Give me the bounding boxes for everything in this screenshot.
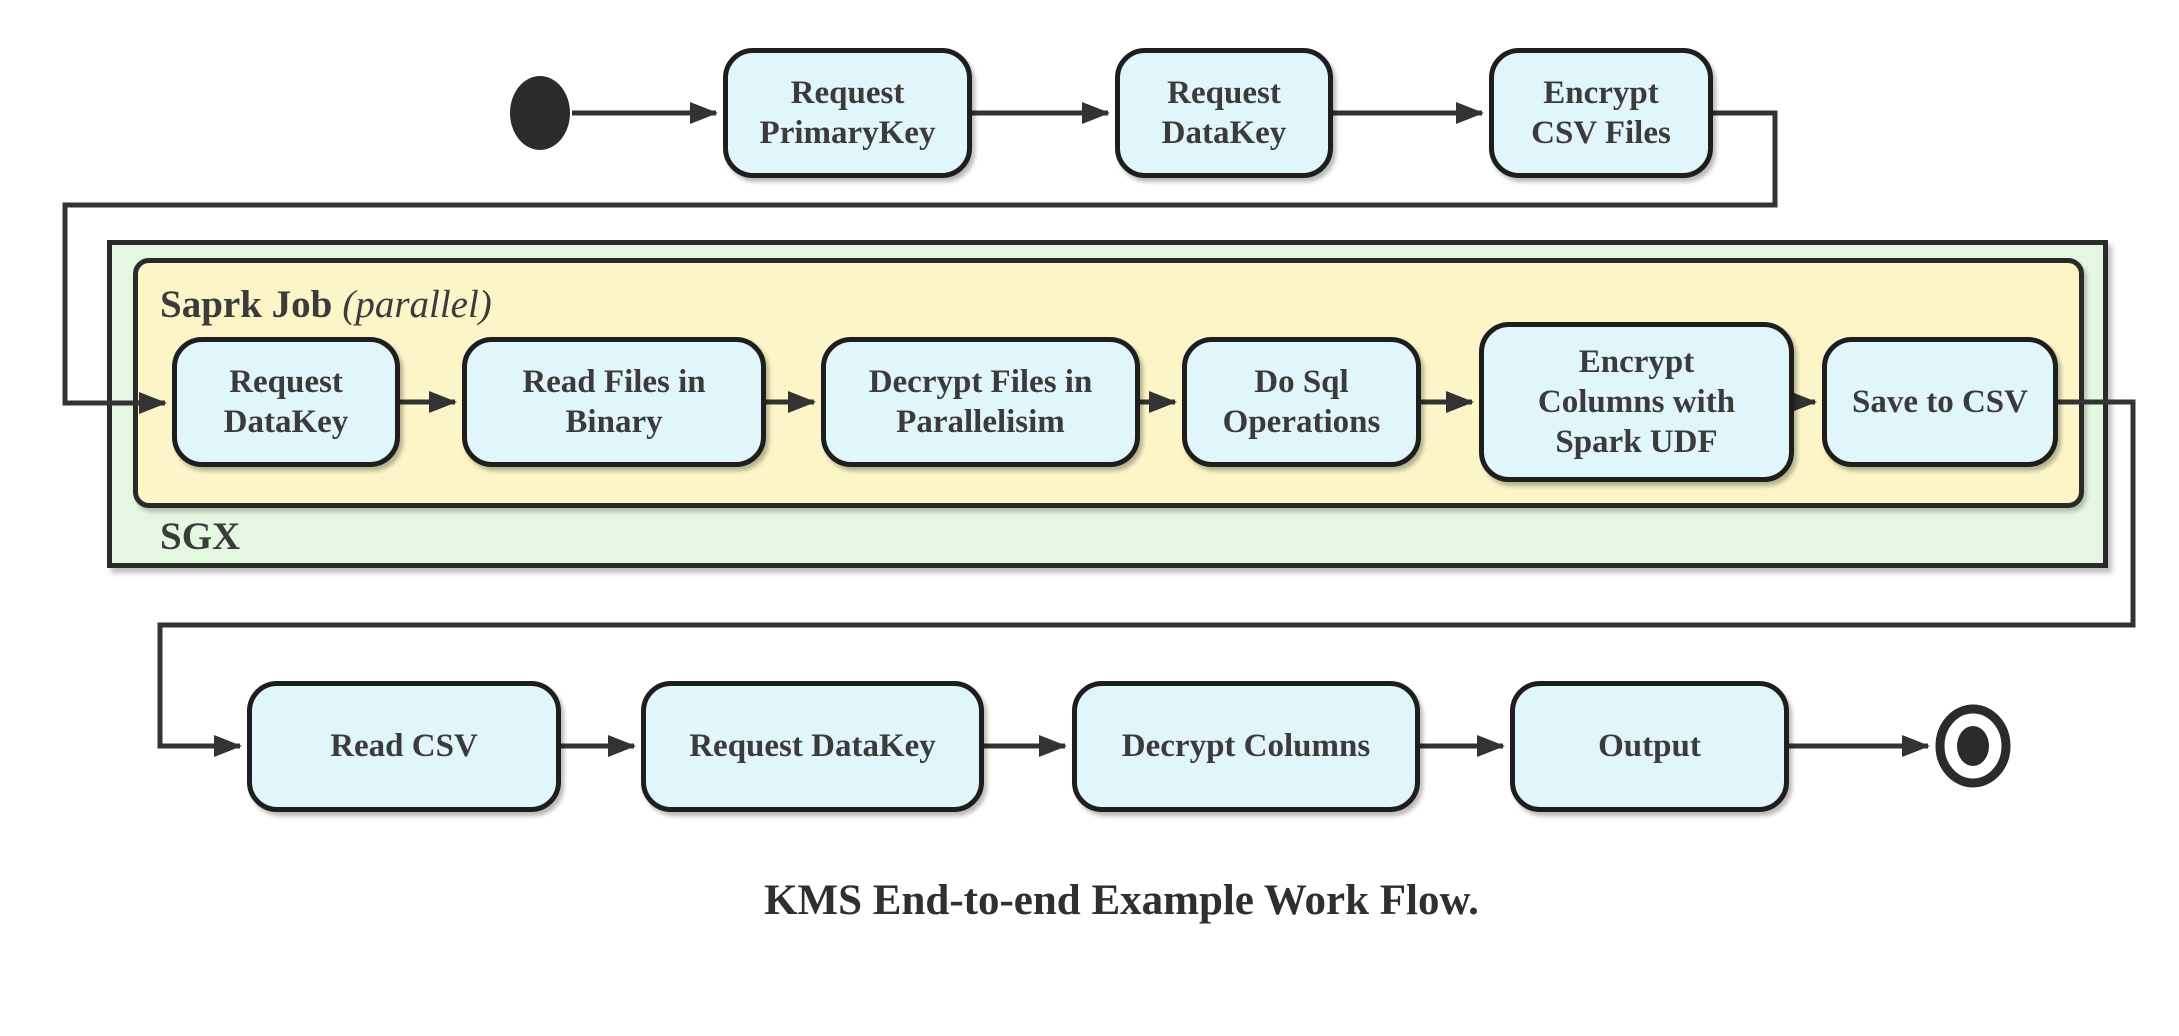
diagram-title: KMS End-to-end Example Work Flow. [764, 877, 1479, 924]
node-decrypt-files-in-parallelisim: Decrypt Files in Parallelisim [821, 337, 1140, 467]
start-state-icon [510, 76, 570, 150]
node-read-files-in-binary: Read Files in Binary [462, 337, 766, 467]
end-state-icon [1935, 704, 2011, 788]
node-request-primarykey: Request PrimaryKey [723, 48, 972, 178]
node-encrypt-csv-files: Encrypt CSV Files [1489, 48, 1713, 178]
node-output: Output [1510, 681, 1789, 812]
node-decrypt-columns: Decrypt Columns [1072, 681, 1420, 812]
node-request-datakey-top: Request DataKey [1115, 48, 1333, 178]
arrow-save-csv-to-read-csv [157, 399, 2136, 757]
node-save-to-csv: Save to CSV [1822, 337, 2058, 467]
spark-job-label: Saprk Job(parallel) [160, 282, 492, 327]
sgx-label: SGX [160, 515, 241, 558]
node-do-sql-operations: Do Sql Operations [1182, 337, 1421, 467]
node-encrypt-columns-with-spark-udf: Encrypt Columns with Spark UDF [1479, 322, 1794, 482]
node-request-datakey-bottom: Request DataKey [641, 681, 984, 812]
spark-job-label-italic: (parallel) [342, 283, 492, 326]
spark-job-label-bold: Saprk Job [160, 283, 333, 326]
node-request-datakey-sgx: Request DataKey [172, 337, 400, 467]
node-read-csv: Read CSV [247, 681, 561, 812]
arrow-encrypt-csv-to-sgx-request-datakey [62, 110, 1778, 414]
